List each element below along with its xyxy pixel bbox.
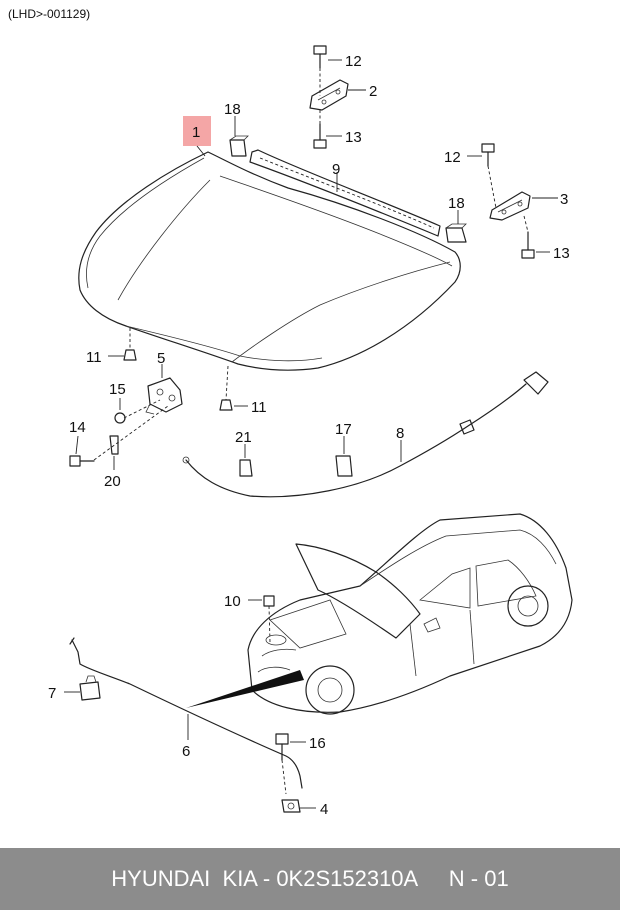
bolt-12-upper-left xyxy=(313,45,327,69)
bolt-13-upper-left xyxy=(313,123,327,149)
bumper-stop-left xyxy=(229,135,249,157)
callout-c7: 7 xyxy=(48,685,56,702)
parts-diagram: (LHD>-001129) xyxy=(8,7,573,818)
callout-c5: 5 xyxy=(157,350,165,367)
callout-c16: 16 xyxy=(309,735,326,752)
callout-c18b: 18 xyxy=(448,195,465,212)
clip-20 xyxy=(109,435,119,455)
callout-c8: 8 xyxy=(396,425,404,442)
car-illustration xyxy=(247,513,573,715)
hood-latch xyxy=(145,377,183,415)
callout-c13a: 13 xyxy=(345,129,362,146)
bolt-12-upper-right xyxy=(481,143,495,167)
footer-page: N - 01 xyxy=(448,866,509,891)
bolt-16 xyxy=(275,733,289,761)
callout-c9: 9 xyxy=(332,161,340,178)
hood-hinge-right xyxy=(489,191,531,221)
cable-clip-17 xyxy=(335,455,353,477)
callout-c11a: 11 xyxy=(86,349,102,366)
stay-holder-10 xyxy=(263,595,275,607)
hood-weatherstrip xyxy=(249,149,441,237)
callout-c17: 17 xyxy=(335,421,352,438)
bolt-13-lower-right xyxy=(521,231,535,259)
footer-bar: HYUNDAI KIA - 0K2S152310A N - 01 xyxy=(0,848,620,910)
hood-hinge-left xyxy=(309,79,349,111)
bumper-stop-right xyxy=(445,223,467,243)
callout-pointer-wedge xyxy=(186,670,304,708)
callout-c15: 15 xyxy=(109,381,126,398)
callout-c14: 14 xyxy=(69,419,86,436)
callout-c11b: 11 xyxy=(251,399,267,416)
callout-c6: 6 xyxy=(182,743,190,760)
hood-stay-rod xyxy=(69,637,303,789)
diagram-code: (LHD>-001129) xyxy=(8,7,90,21)
callout-c21: 21 xyxy=(235,429,252,446)
callout-c4: 4 xyxy=(320,801,328,818)
callout-c13b: 13 xyxy=(553,245,570,262)
nut-15 xyxy=(114,412,126,424)
callout-c12a: 12 xyxy=(345,53,362,70)
footer-brand: HYUNDAI KIA - 0K2S152310A xyxy=(111,866,419,891)
callout-c10: 10 xyxy=(224,593,241,610)
clip-11-left xyxy=(123,349,137,361)
stay-holder-7 xyxy=(79,675,101,701)
part-1-highlight xyxy=(183,116,211,146)
hood-panel xyxy=(78,151,461,371)
cable-clip-21 xyxy=(239,459,253,477)
grommet-4 xyxy=(281,799,301,813)
callout-c1: 1 xyxy=(192,124,200,141)
callout-c12b: 12 xyxy=(444,149,461,166)
release-cable xyxy=(182,371,549,498)
callout-c2: 2 xyxy=(369,83,377,100)
callout-c3: 3 xyxy=(560,191,568,208)
callout-c18a: 18 xyxy=(224,101,241,118)
callout-c20: 20 xyxy=(104,473,121,490)
footer-spacer xyxy=(418,866,449,892)
bolt-14 xyxy=(69,455,95,467)
clip-11-center xyxy=(219,399,233,411)
